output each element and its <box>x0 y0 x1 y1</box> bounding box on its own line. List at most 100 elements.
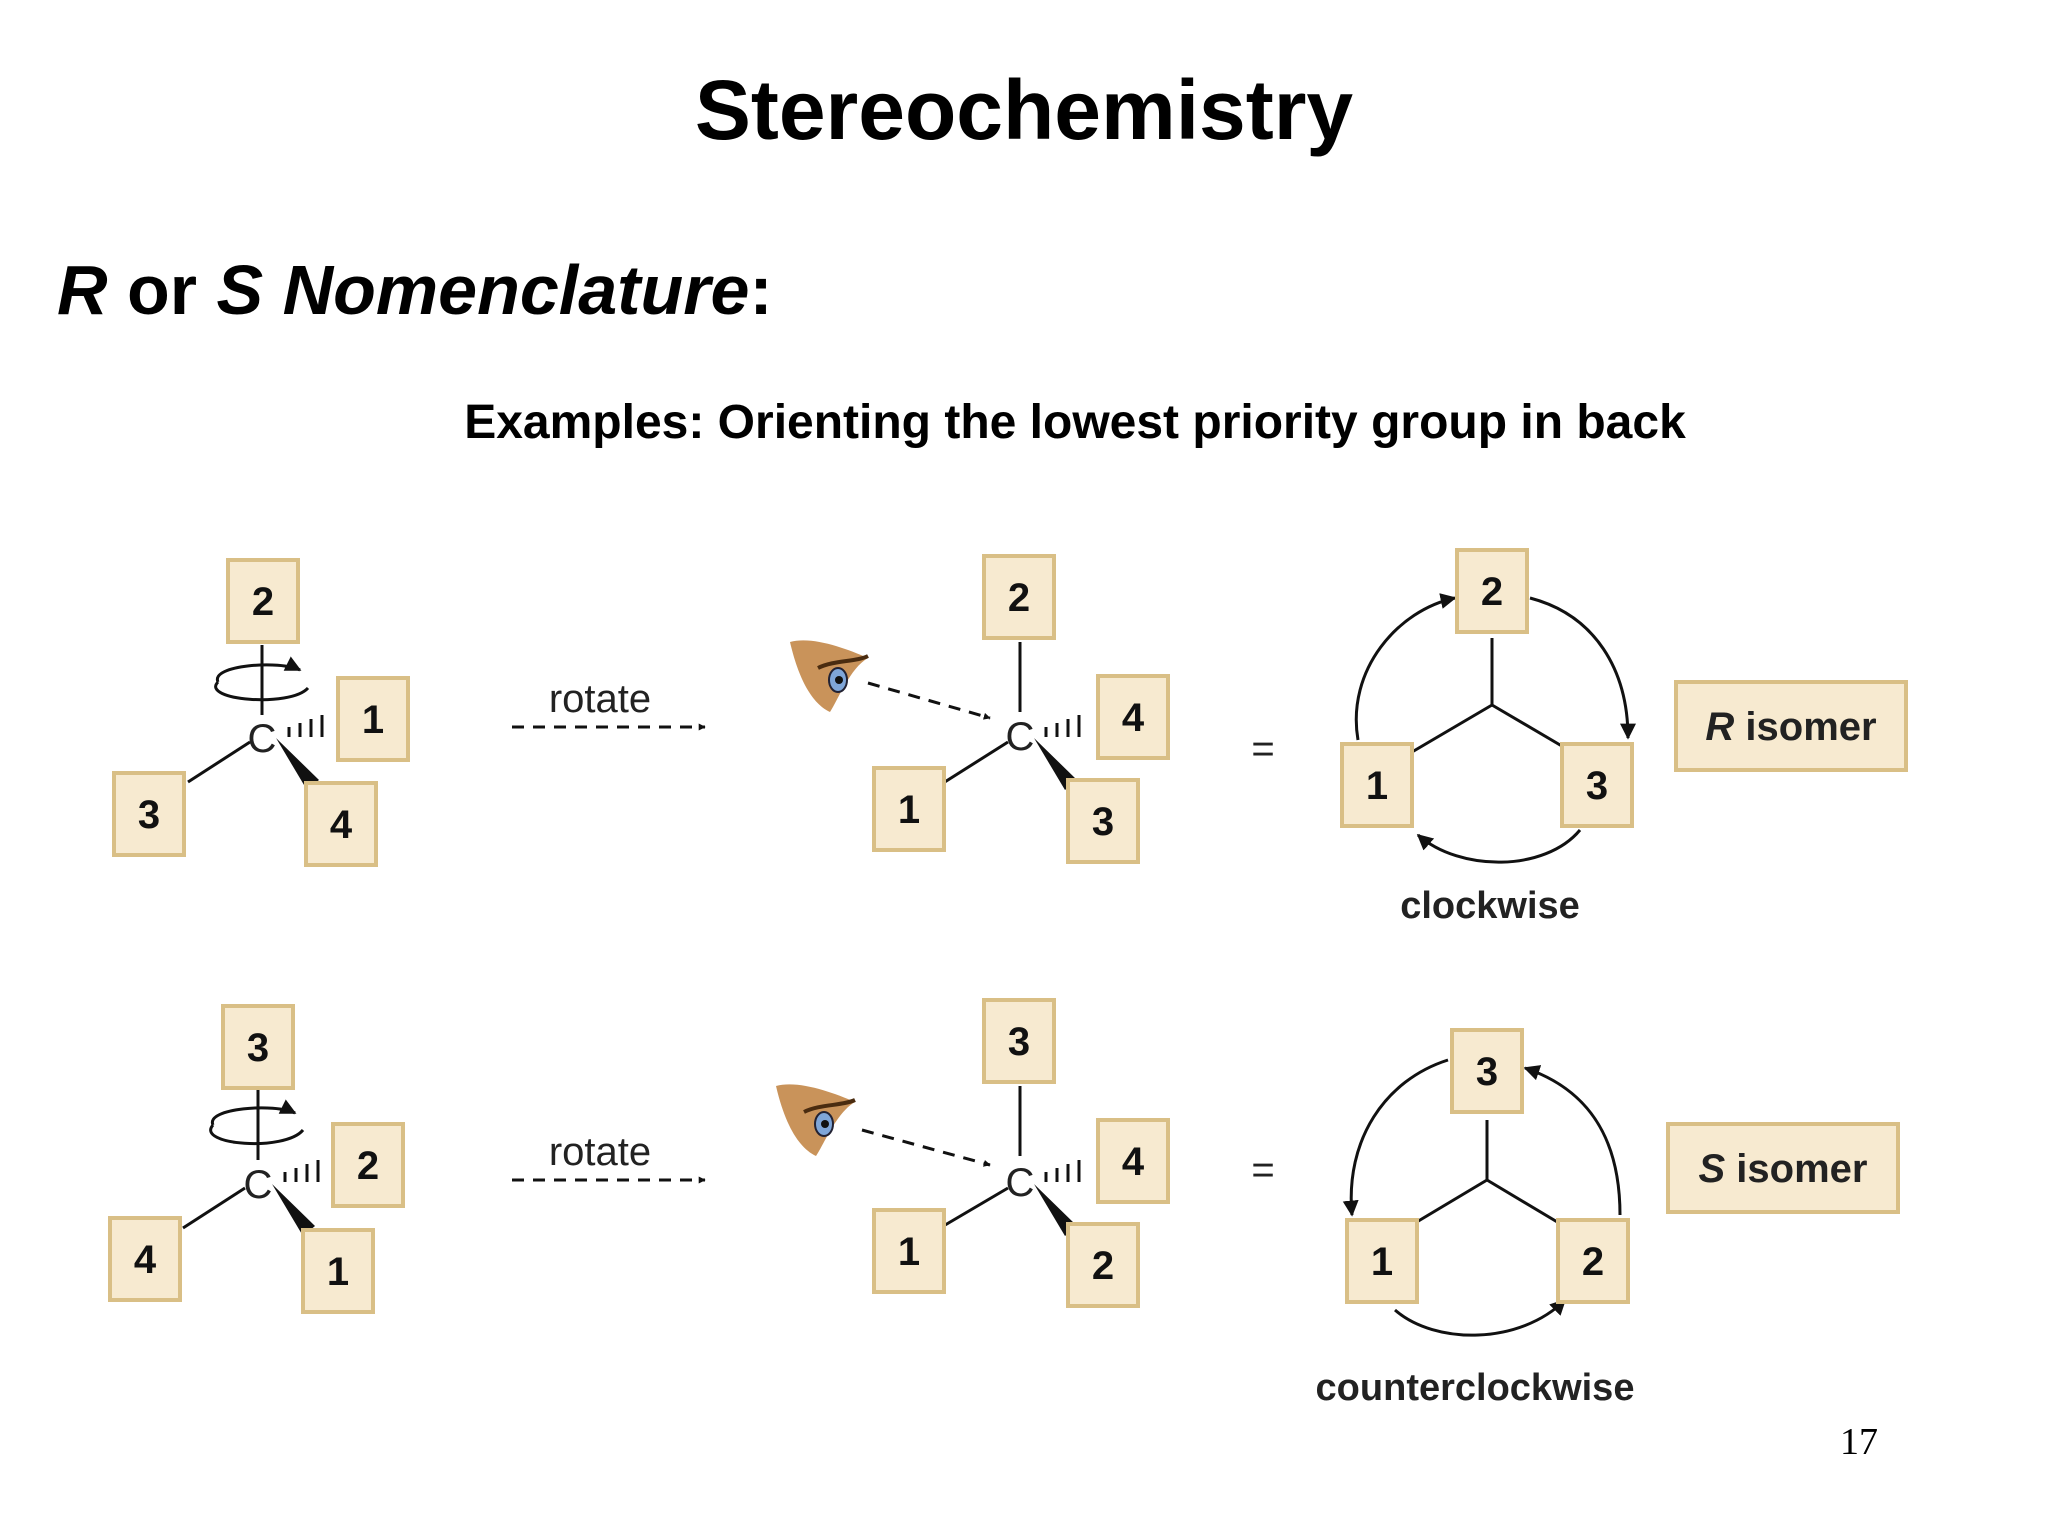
rotation-arrow-back <box>211 1099 297 1126</box>
bond-left <box>1409 1178 1488 1228</box>
priority-box <box>336 676 410 762</box>
bond-left <box>1411 703 1493 754</box>
eye-icon <box>790 640 869 712</box>
isomer-label: S isomer <box>1699 1147 1868 1191</box>
priority-label: 2 <box>1582 1240 1604 1284</box>
priority-box <box>1450 1028 1524 1114</box>
priority-label: 1 <box>362 698 384 742</box>
bond-left <box>939 740 1009 787</box>
start-molecule-1: C 2 1 3 4 <box>112 558 410 867</box>
priority-label: 4 <box>1122 696 1145 740</box>
heading-s: S <box>216 251 264 329</box>
rotation-arrow-front <box>209 1123 305 1146</box>
rotated-molecule-1: C 2 4 1 3 <box>872 554 1170 864</box>
priority-box <box>301 1228 375 1314</box>
priority-box <box>872 766 946 852</box>
viewing-arrow <box>867 681 991 720</box>
hash-bond <box>1044 1160 1081 1182</box>
priority-label: 1 <box>898 788 920 832</box>
arrow-1-to-2 <box>1394 1298 1567 1337</box>
heading-nomenclature: Nomenclature <box>263 251 750 329</box>
heading-r: R <box>57 251 108 329</box>
priority-box <box>1066 778 1140 864</box>
priority-label: 2 <box>1092 1244 1114 1288</box>
priority-box <box>1066 1222 1140 1308</box>
rotated-molecule-2: C 3 4 1 2 <box>872 998 1170 1308</box>
priority-box <box>982 554 1056 640</box>
priority-box <box>1340 742 1414 828</box>
priority-box <box>112 771 186 857</box>
priority-label: 1 <box>898 1230 920 1274</box>
priority-label: 2 <box>1481 570 1503 614</box>
isomer-box <box>1666 1122 1900 1214</box>
carbon-atom: C <box>244 1163 273 1207</box>
arrow-3-to-1 <box>1416 829 1582 864</box>
priority-label: 3 <box>1092 800 1114 844</box>
priority-label: 4 <box>134 1238 157 1282</box>
carbon-atom: C <box>248 717 277 761</box>
carbon-atom: C <box>1006 715 1035 759</box>
viewing-arrow <box>861 1128 991 1167</box>
priority-box <box>226 558 300 644</box>
hash-bond <box>283 1160 320 1182</box>
arrow-2-to-3 <box>1529 596 1636 740</box>
priority-label: 4 <box>1122 1140 1145 1184</box>
rotate-label: rotate <box>549 677 651 721</box>
r-isomer-badge: R isomer <box>1674 680 1908 772</box>
projection-1: 2 1 3 clockwise <box>1340 548 1636 927</box>
priority-label: 1 <box>1371 1240 1393 1284</box>
rotation-arrow-front <box>214 680 310 702</box>
bond-left <box>187 740 251 784</box>
bond-right <box>1491 703 1573 754</box>
priority-box <box>108 1216 182 1302</box>
priority-box <box>304 781 378 867</box>
rotate-label: rotate <box>549 1130 651 1174</box>
priority-box <box>1455 548 1529 634</box>
priority-box <box>1556 1218 1630 1304</box>
row-1: C 2 1 3 4 rotate <box>112 548 1908 927</box>
bond-left <box>182 1186 246 1230</box>
isomer-box <box>1674 680 1908 772</box>
priority-box <box>982 998 1056 1084</box>
priority-label: 3 <box>1476 1050 1498 1094</box>
priority-label: 3 <box>1586 764 1608 808</box>
heading-or: or <box>107 251 217 329</box>
wedge-bond <box>276 738 319 790</box>
hash-bond <box>287 715 324 737</box>
arrow-2-to-3 <box>1523 1065 1622 1216</box>
examples-subtitle: Examples: Orienting the lowest priority … <box>464 396 1686 449</box>
s-isomer-badge: S isomer <box>1666 1122 1900 1214</box>
equals-sign: = <box>1251 727 1274 771</box>
priority-label: 2 <box>252 580 274 624</box>
priority-label: 3 <box>247 1026 269 1070</box>
eye-icon <box>776 1084 856 1156</box>
heading-colon: : <box>749 251 773 329</box>
hash-bond <box>1044 715 1081 737</box>
page-title: Stereochemistry <box>694 63 1354 157</box>
equals-sign: = <box>1251 1148 1274 1192</box>
row-2: C 3 2 4 1 rotate <box>108 998 1900 1409</box>
direction-label: clockwise <box>1400 885 1580 927</box>
priority-label: 1 <box>1366 764 1388 808</box>
priority-label: 2 <box>357 1144 379 1188</box>
bond-left <box>939 1186 1009 1230</box>
priority-box <box>1096 674 1170 760</box>
bond-right <box>1486 1178 1565 1228</box>
priority-label: 1 <box>327 1250 349 1294</box>
wedge-bond <box>1034 738 1077 790</box>
direction-label: counterclockwise <box>1316 1367 1635 1409</box>
priority-label: 2 <box>1008 576 1030 620</box>
priority-label: 3 <box>138 793 160 837</box>
priority-box <box>221 1004 295 1090</box>
priority-box <box>872 1208 946 1294</box>
priority-box <box>1560 742 1634 828</box>
priority-label: 3 <box>1008 1020 1030 1064</box>
priority-box <box>1096 1118 1170 1204</box>
carbon-atom: C <box>1006 1161 1035 1205</box>
section-heading: R or S Nomenclature: <box>57 250 773 330</box>
page-number: 17 <box>1840 1421 1878 1463</box>
priority-box <box>1345 1218 1419 1304</box>
arrow-3-to-1 <box>1342 1058 1449 1217</box>
